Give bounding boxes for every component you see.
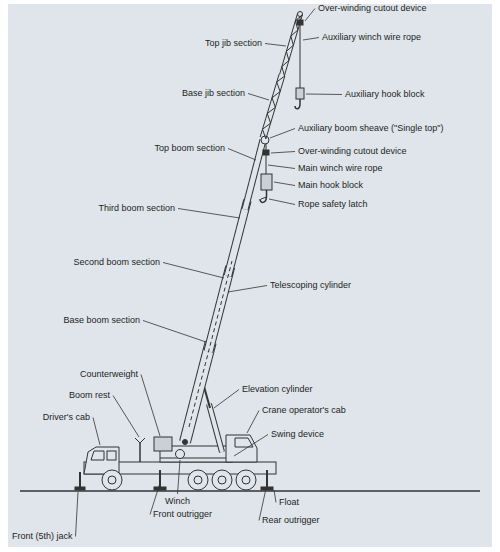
part-label: Driver's cab [43, 412, 90, 423]
leader-line [228, 149, 256, 161]
jib-lattice [260, 74, 279, 137]
jib-lattice [280, 13, 298, 74]
wheel [188, 470, 208, 490]
over-winding-weight [263, 150, 269, 155]
leader-line [113, 396, 139, 438]
part-label: Over-winding cutout device [298, 146, 407, 157]
part-label: Swing device [271, 429, 324, 440]
leader-line [214, 390, 239, 409]
panel [8, 4, 492, 547]
leader-line [93, 418, 100, 446]
truck-crane [20, 12, 480, 492]
winch-drum [176, 450, 185, 459]
leader-line [305, 9, 315, 22]
part-label: Third boom section [98, 203, 175, 214]
telescoping-cylinder [189, 261, 232, 427]
hub [242, 476, 250, 484]
aux-hook-block [296, 88, 304, 99]
boom-rest-fork [135, 438, 145, 443]
main-hook [260, 190, 267, 202]
part-label: Rear outrigger [262, 515, 320, 526]
third-boom [228, 200, 248, 276]
part-label: Float [279, 497, 299, 508]
part-label: Counterweight [80, 369, 138, 380]
leader-line [178, 209, 240, 219]
wheel [212, 470, 232, 490]
leader-line [228, 286, 267, 293]
part-label: Front (5th) jack [12, 531, 73, 542]
part-label: Top boom section [154, 143, 225, 154]
elevation-cylinder [209, 404, 222, 452]
leader-line [141, 375, 160, 437]
part-label: Second boom section [73, 257, 160, 268]
elevation-cylinder [209, 404, 222, 452]
hub [194, 476, 202, 484]
leader-line [274, 490, 276, 503]
main-wire-rope [266, 144, 267, 174]
ground-line [20, 490, 480, 492]
jib-lattice [263, 76, 285, 139]
leader-line [247, 411, 259, 434]
part-label: Auxiliary hook block [345, 89, 425, 100]
aux-wire-rope [300, 16, 301, 88]
leader-line [303, 38, 319, 41]
part-label: Rope safety latch [298, 199, 368, 210]
operator-cab [226, 435, 257, 462]
part-label: Winch [165, 496, 190, 507]
counterweight [154, 437, 172, 451]
leader-line [268, 165, 295, 169]
part-label: Elevation cylinder [242, 384, 313, 395]
part-label: Over-winding cutout device [318, 3, 427, 14]
main-hook-block [261, 174, 272, 190]
leader-line [271, 152, 295, 154]
leader-line [143, 321, 206, 343]
hub [108, 476, 116, 484]
jack-pad [75, 487, 85, 490]
boom-foot-pin [183, 440, 188, 445]
aux-hook [295, 99, 300, 109]
jib-lattice [282, 15, 303, 76]
part-label: Crane operator's cab [262, 405, 346, 416]
cab-window [91, 451, 104, 460]
part-label: Base jib section [182, 88, 245, 99]
leader-line [306, 94, 342, 96]
leader-line [269, 199, 295, 205]
hub [218, 476, 226, 484]
wheel [236, 470, 256, 490]
leader-line [248, 94, 269, 101]
part-label: Main winch wire rope [298, 163, 383, 174]
third-boom [228, 200, 248, 276]
part-label: Front outrigger [153, 509, 212, 520]
float [154, 487, 166, 490]
leader-line [163, 263, 224, 279]
float [261, 487, 273, 490]
part-label: Main hook block [298, 180, 363, 191]
leader-line [270, 129, 295, 139]
part-label: Auxiliary winch wire rope [322, 32, 421, 43]
part-label: Base boom section [63, 315, 140, 326]
front-jack [79, 472, 81, 488]
jib [260, 13, 302, 139]
leader-line [265, 44, 286, 47]
part-label: Boom rest [69, 390, 110, 401]
wheel [102, 470, 122, 490]
cab-window [107, 451, 116, 460]
leader-line [234, 435, 268, 457]
boom-rest [139, 442, 141, 462]
swing-ring [160, 458, 232, 459]
leader-line [274, 182, 295, 186]
safety-latch [261, 197, 267, 199]
part-label: Telescoping cylinder [270, 280, 351, 291]
leader-line [76, 492, 78, 537]
part-label: Auxiliary boom sheave ("Single top") [298, 123, 443, 134]
leader-line [178, 460, 180, 494]
part-label: Top jib section [205, 38, 262, 49]
